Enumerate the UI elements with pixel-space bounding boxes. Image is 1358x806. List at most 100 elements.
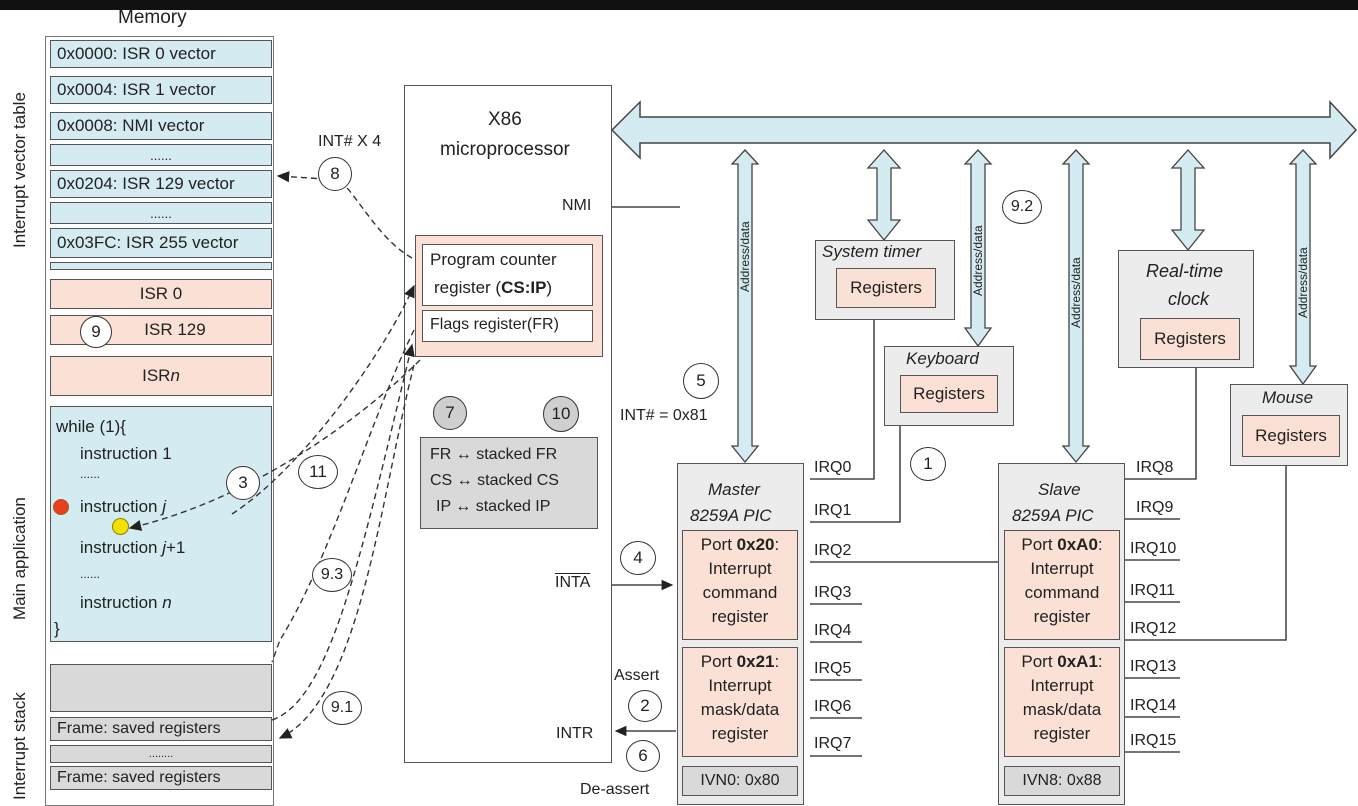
code-text: instruction (80, 593, 162, 612)
pc-text: register ( (434, 278, 501, 297)
slave-pic-title: Slave (1038, 481, 1081, 498)
stack-label: Interrupt stack (10, 692, 30, 800)
code-line: } (54, 620, 60, 637)
yellow-dot-icon (112, 518, 129, 535)
address-data-label: Address/data (1069, 257, 1083, 328)
port-line: register (1005, 722, 1119, 746)
vector-row: 0x0204: ISR 129 vector (50, 170, 272, 198)
cpu-title: X86 (488, 110, 522, 129)
keyboard-registers: Registers (900, 375, 998, 413)
step-4: 4 (620, 541, 656, 575)
irq-label: IRQ12 (1130, 620, 1176, 638)
vector-row-empty (50, 262, 272, 270)
port-line: register (1005, 605, 1119, 629)
isr-row: ISR 0 (50, 279, 272, 309)
code-line: instruction n (80, 594, 172, 611)
step-9-3: 9.3 (312, 558, 352, 592)
pc-text: ) (546, 278, 552, 297)
stack-frame: ........ (50, 745, 272, 763)
address-data-label: Address/data (1296, 247, 1310, 318)
port-addr: 0x21 (737, 652, 775, 671)
port-text: Port (1021, 535, 1057, 554)
int-num-label: INT# = 0x81 (620, 408, 708, 424)
irq-label: IRQ11 (1130, 582, 1175, 600)
code-var: j (162, 497, 166, 516)
code-text: instruction (80, 497, 162, 516)
irq-label: IRQ13 (1130, 658, 1176, 676)
step-1: 1 (910, 447, 946, 481)
slave-port-a1: Port 0xA1: Interrupt mask/data register (1004, 647, 1120, 757)
port-line: command (683, 581, 797, 605)
port-line: Interrupt (683, 674, 797, 698)
bus-link-timer (868, 150, 900, 240)
mouse-registers: Registers (1242, 415, 1340, 457)
assert-label: Assert (614, 668, 659, 684)
port-line: Interrupt (683, 557, 797, 581)
port-line: command (1005, 581, 1119, 605)
step-9-2: 9.2 (1002, 190, 1042, 224)
step-3: 3 (226, 466, 260, 500)
irq-label: IRQ0 (814, 459, 851, 477)
port-text: Port (1021, 652, 1057, 671)
system-timer-title: System timer (822, 243, 921, 260)
port-text: Port (701, 535, 737, 554)
port-line: Interrupt (1005, 674, 1119, 698)
port-text: : (775, 652, 780, 671)
port-line: register (683, 605, 797, 629)
system-bus-label: System bus (950, 124, 1044, 142)
vector-row: ...... (50, 202, 272, 224)
code-line: instruction j (80, 498, 166, 515)
port-line: Interrupt (1005, 557, 1119, 581)
main-app-label: Main application (10, 497, 30, 620)
master-port-20: Port 0x20: Interrupt command register (682, 530, 798, 640)
stack-frame: Frame: saved registers (50, 717, 272, 741)
port-addr: 0xA0 (1057, 535, 1098, 554)
port-line: Port 0x21: (683, 650, 797, 674)
mouse-title: Mouse (1262, 389, 1313, 406)
irq-label: IRQ9 (1136, 499, 1173, 517)
vector-row: 0x0000: ISR 0 vector (50, 40, 272, 68)
irq-label: IRQ4 (814, 622, 851, 640)
port-line: Port 0xA1: (1005, 650, 1119, 674)
bus-link-rtc (1172, 150, 1204, 250)
code-line: while (1){ (56, 418, 126, 435)
code-text: instruction (80, 538, 162, 557)
port-line: mask/data (683, 698, 797, 722)
code-line: ...... (80, 568, 100, 580)
pc-register-label: Program counter (430, 251, 557, 268)
irq-label: IRQ6 (814, 698, 851, 716)
vector-row: ...... (50, 144, 272, 166)
flow-9-1b (280, 365, 414, 738)
master-port-21: Port 0x21: Interrupt mask/data register (682, 647, 798, 757)
isr-label: ISR 129 (144, 320, 205, 340)
port-line: register (683, 722, 797, 746)
flow-9-3 (272, 330, 414, 662)
step-11: 11 (298, 455, 338, 489)
flow-9-1 (272, 345, 412, 720)
swap-line: IP ↔ stacked IP (436, 499, 550, 515)
port-text: : (1098, 652, 1103, 671)
top-backdrop (0, 0, 1358, 10)
irq-label: IRQ8 (1136, 459, 1173, 477)
stack-region (50, 664, 272, 712)
isr-row: ISR n (50, 356, 272, 396)
step-2: 2 (628, 690, 662, 722)
red-dot-icon (53, 499, 69, 515)
isr-var: n (170, 366, 179, 386)
nmi-label: NMI (562, 198, 591, 214)
irq-label: IRQ15 (1130, 732, 1176, 750)
stack-frame: Frame: saved registers (50, 766, 272, 790)
keyboard-title: Keyboard (906, 350, 979, 367)
flags-register-label: Flags register(FR) (430, 317, 559, 333)
inta-label: INTA (555, 575, 590, 591)
port-addr: 0x20 (737, 535, 775, 554)
address-data-label: Address/data (738, 221, 752, 292)
step-7: 7 (433, 396, 467, 430)
step-10: 10 (543, 396, 579, 432)
step-5: 5 (683, 363, 719, 399)
port-text: Port (701, 652, 737, 671)
cpu-box (404, 85, 612, 763)
master-ivn: IVN0: 0x80 (682, 766, 798, 796)
address-data-label: Address/data (971, 225, 985, 296)
code-line: ...... (80, 468, 100, 480)
